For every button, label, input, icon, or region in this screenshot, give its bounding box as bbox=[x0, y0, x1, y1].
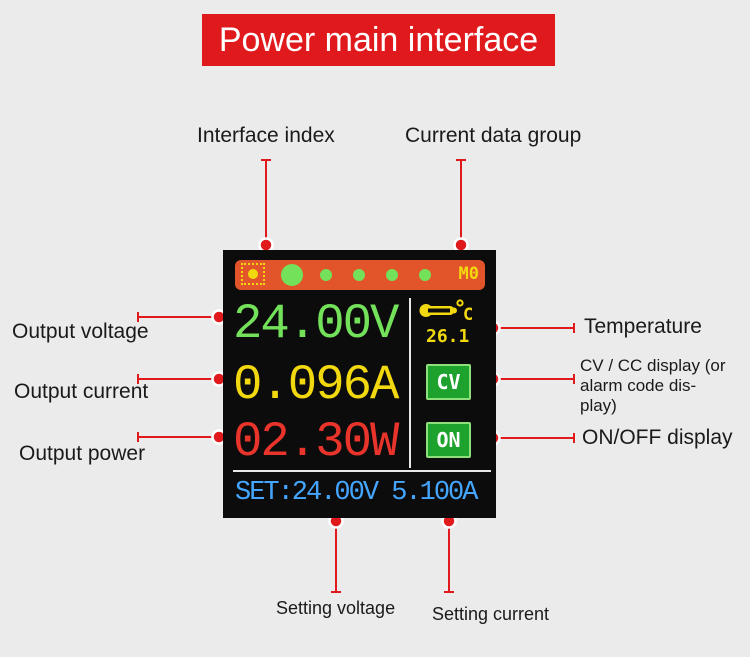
output-state-badge: ON bbox=[426, 422, 471, 458]
label-interface-index: Interface index bbox=[197, 124, 335, 147]
current-readout: 0.096A bbox=[233, 357, 399, 413]
label-cvcc-display: CV / CC display (or alarm code dis- play… bbox=[580, 356, 726, 415]
data-group-indicator: M0 bbox=[458, 264, 479, 284]
setpoint-readout: SET:24.00V 5.100A bbox=[235, 478, 478, 508]
label-current-data-group: Current data group bbox=[405, 124, 582, 147]
mode-badge: CV bbox=[426, 364, 471, 400]
thermometer-icon: C bbox=[419, 299, 473, 324]
page-dot-active bbox=[281, 264, 303, 286]
voltage-readout: 24.00V bbox=[233, 296, 399, 352]
label-onoff-display: ON/OFF display bbox=[582, 426, 733, 449]
sun-icon bbox=[241, 263, 265, 285]
page-dot bbox=[320, 269, 332, 281]
vertical-divider bbox=[409, 298, 411, 468]
lcd-screen: M0 24.00V 0.096A 02.30W C 26.1 CV ON SET… bbox=[223, 250, 496, 518]
temperature-value: 26.1 bbox=[426, 326, 470, 347]
title-banner: Power main interface bbox=[202, 14, 555, 66]
label-output-current: Output current bbox=[14, 380, 149, 403]
label-temperature: Temperature bbox=[584, 315, 702, 338]
label-output-voltage: Output voltage bbox=[12, 320, 149, 343]
label-setting-voltage: Setting voltage bbox=[276, 598, 396, 618]
label-setting-current: Setting current bbox=[432, 604, 550, 624]
status-bar: M0 bbox=[235, 260, 485, 290]
page-dot bbox=[353, 269, 365, 281]
page-dot bbox=[419, 269, 431, 281]
page-dot bbox=[386, 269, 398, 281]
svg-text:C: C bbox=[463, 305, 473, 324]
power-readout: 02.30W bbox=[233, 414, 399, 470]
label-output-power: Output power bbox=[19, 442, 146, 465]
horizontal-divider bbox=[233, 470, 491, 472]
